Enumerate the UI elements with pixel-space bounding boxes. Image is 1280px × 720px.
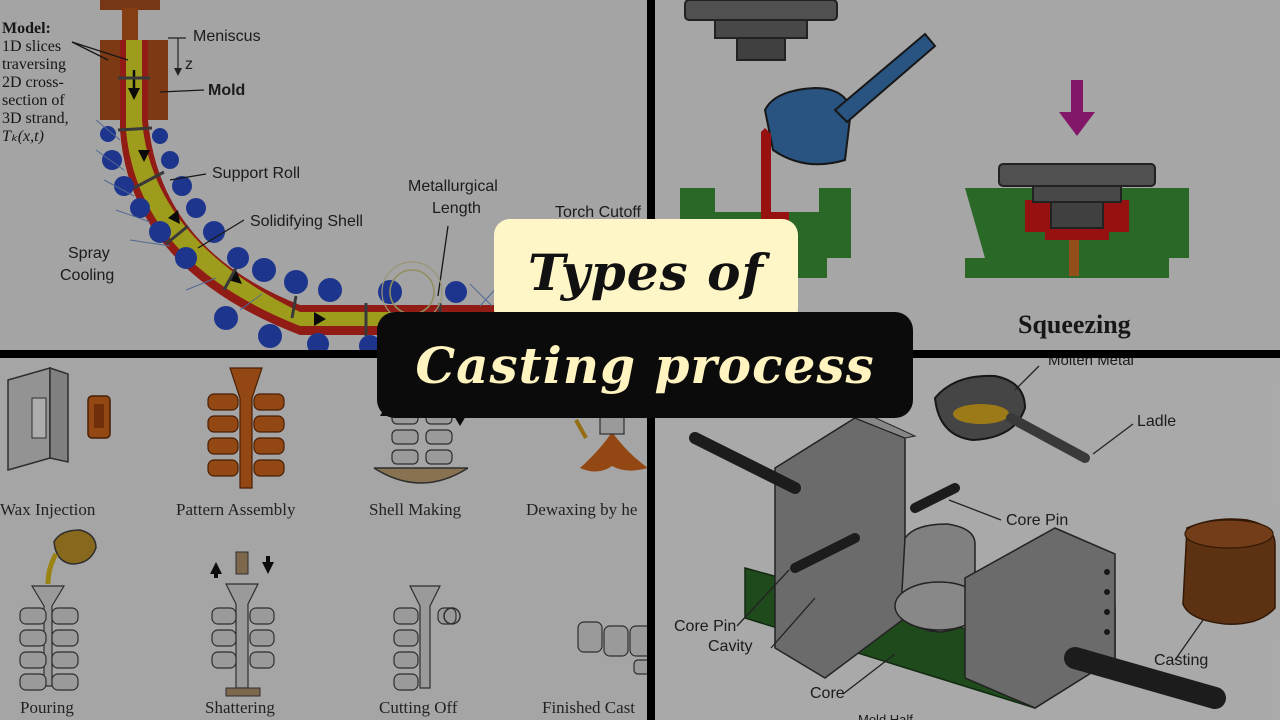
ejector-cylinder <box>1064 647 1226 709</box>
press-punch <box>736 37 786 61</box>
z-label: z <box>185 56 193 73</box>
slice-marker <box>165 224 189 246</box>
continuous-casting-illustration <box>71 0 520 350</box>
flow-arrow-head <box>168 210 180 224</box>
molten-metal-label: Molten Metal <box>1048 358 1134 369</box>
model-line: section of <box>2 92 65 109</box>
flow-arrow-head <box>138 150 150 162</box>
title-line-1: Types of <box>528 242 764 302</box>
title-line-2: Casting process <box>415 335 875 395</box>
model-line: 1D slices <box>2 38 62 55</box>
casting-top <box>1184 519 1274 549</box>
tundish-nozzle <box>100 0 160 10</box>
core-pin-label-right: Core Pin <box>1006 512 1069 529</box>
cooling-label: Cooling <box>60 267 115 284</box>
leader-lines <box>736 365 1204 695</box>
squeezing-label: Squeezing <box>1018 310 1131 339</box>
ladle-body <box>763 86 853 166</box>
wax-injection-die <box>7 366 111 471</box>
pour-stream <box>761 128 771 215</box>
step-cutting-off: Cutting Off <box>379 698 458 717</box>
press-arrow-shaft <box>1071 80 1083 116</box>
molten-metal <box>953 404 1009 424</box>
flow-arrow-head <box>228 270 242 284</box>
slice-marker <box>117 126 153 132</box>
mold-bolts <box>1104 569 1110 635</box>
strand-shell <box>120 40 520 335</box>
support-rolls <box>100 126 467 350</box>
step-wax-injection: Wax Injection <box>0 500 96 519</box>
ladle-handle <box>833 32 937 124</box>
squeeze-punch <box>1050 201 1104 229</box>
mold-plate-right <box>148 40 168 120</box>
investment-casting-illustration <box>7 366 647 697</box>
z-axis-arrow <box>174 68 182 76</box>
solidifying-shell-label: Solidifying Shell <box>250 213 363 230</box>
squeeze-ram <box>1032 185 1122 203</box>
model-line: 3D strand, <box>2 110 69 127</box>
core-pin-rod-left <box>689 432 801 494</box>
cavity-label: Cavity <box>708 638 753 655</box>
step-finished-casting: Finished Cast <box>542 698 636 717</box>
slice-marker <box>290 295 298 319</box>
shattering <box>210 551 275 697</box>
spray-label: Spray <box>68 245 110 262</box>
flow-arrow-head <box>128 88 140 100</box>
core-label: Core <box>810 685 845 702</box>
torch-cutoff-label: Torch Cutoff <box>555 204 641 221</box>
model-line: 2D cross- <box>2 74 64 91</box>
cutting-off <box>393 585 461 691</box>
die-casting-illustration <box>689 365 1276 709</box>
title-banner-top: Types of <box>494 219 798 325</box>
right-mold-half <box>964 527 1116 709</box>
step-shell-making: Shell Making <box>369 500 462 519</box>
slice-marker <box>133 170 165 190</box>
mold-half-label: Mold Half <box>858 712 913 720</box>
squeeze-plate <box>998 163 1156 187</box>
core-pin-rod-right <box>910 483 960 513</box>
pouring <box>19 529 97 691</box>
submerged-nozzle <box>122 8 138 40</box>
metallurgical-label: Metallurgical <box>408 178 498 195</box>
press-plate <box>684 0 838 21</box>
meniscus-label: Meniscus <box>193 28 261 45</box>
press-arrow-head <box>1059 112 1095 136</box>
squeeze-casting-illustration <box>680 0 1189 278</box>
mold-plate-left <box>100 40 120 120</box>
ladle-label: Ladle <box>1137 413 1177 430</box>
slice-marker <box>222 267 238 291</box>
finished-castings <box>577 621 647 675</box>
ejector-pin <box>1069 240 1079 276</box>
model-line: Tₖ(x,t) <box>2 128 44 145</box>
ladle-handle <box>1006 413 1090 463</box>
step-shattering: Shattering <box>205 698 275 717</box>
title-banner-bottom: Casting process <box>377 312 913 418</box>
step-pouring: Pouring <box>20 698 74 717</box>
mold-label: Mold <box>208 82 246 99</box>
leader-lines <box>71 41 449 297</box>
press-ram <box>714 19 808 39</box>
model-line: traversing <box>2 56 66 73</box>
step-pattern-assembly: Pattern Assembly <box>176 500 296 519</box>
model-caption: Model: 1D slices traversing 2D cross- se… <box>2 20 69 146</box>
molten-metal-pool <box>761 212 789 222</box>
core-pin-rod <box>790 533 860 573</box>
length-label: Length <box>432 200 481 217</box>
casting-label: Casting <box>1154 652 1209 669</box>
model-line: Model: <box>2 20 51 37</box>
pattern-tree <box>207 367 285 489</box>
flow-arrow-head <box>314 312 326 326</box>
core-pin-label-left: Core Pin <box>674 618 737 635</box>
step-dewaxing: Dewaxing by he <box>526 500 638 519</box>
support-roll-label: Support Roll <box>212 165 301 182</box>
